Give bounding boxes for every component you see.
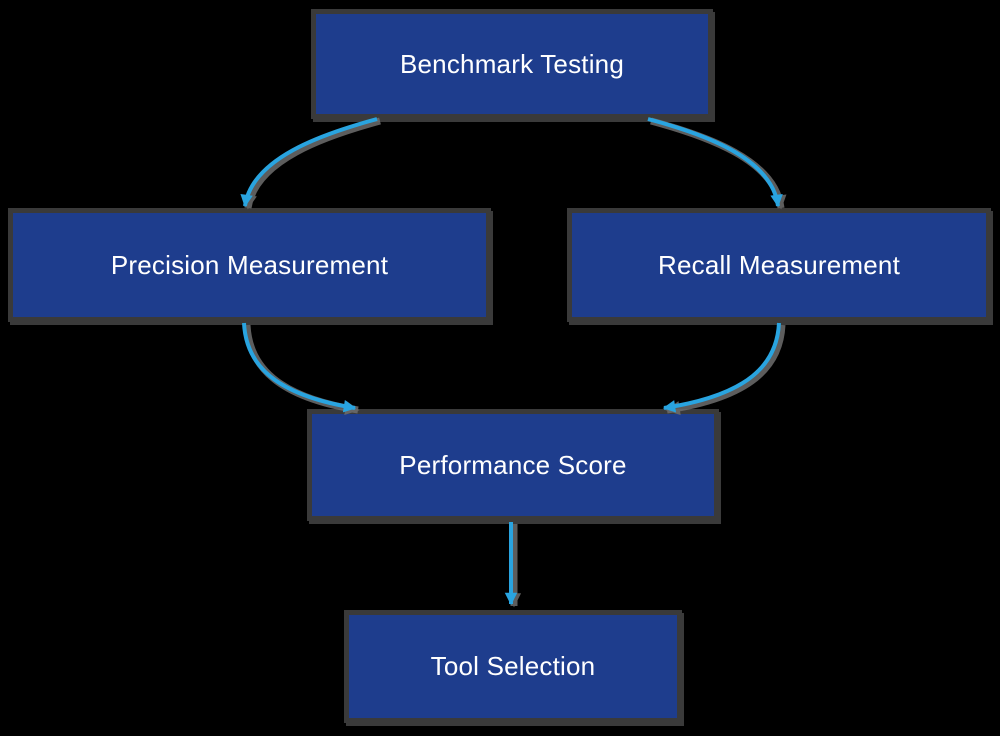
edge-precision-to-performance xyxy=(242,322,357,413)
node-recall-measurement: Recall Measurement xyxy=(567,208,991,322)
node-label: Benchmark Testing xyxy=(399,48,625,79)
node-label: Precision Measurement xyxy=(110,249,389,280)
edge-shadow-layer xyxy=(242,117,787,608)
node-benchmark-testing: Benchmark Testing xyxy=(311,9,713,119)
edge-shadow-benchmark-recall xyxy=(650,117,787,210)
edge-shadow-precision-performance xyxy=(243,324,360,415)
edge-benchmark-to-recall xyxy=(647,117,783,208)
edge-recall-to-performance xyxy=(662,322,781,413)
node-precision-measurement: Precision Measurement xyxy=(8,208,491,322)
node-label: Performance Score xyxy=(399,449,627,480)
node-performance-score: Performance Score xyxy=(307,409,719,521)
edge-shadow-benchmark-precision xyxy=(242,117,381,210)
node-label: Recall Measurement xyxy=(657,249,901,280)
node-label: Tool Selection xyxy=(430,651,596,681)
node-tool-selection: Tool Selection xyxy=(344,610,682,723)
edge-shadow-recall-performance xyxy=(665,324,786,416)
edge-line-layer xyxy=(240,117,783,606)
edge-benchmark-to-precision xyxy=(240,117,378,208)
